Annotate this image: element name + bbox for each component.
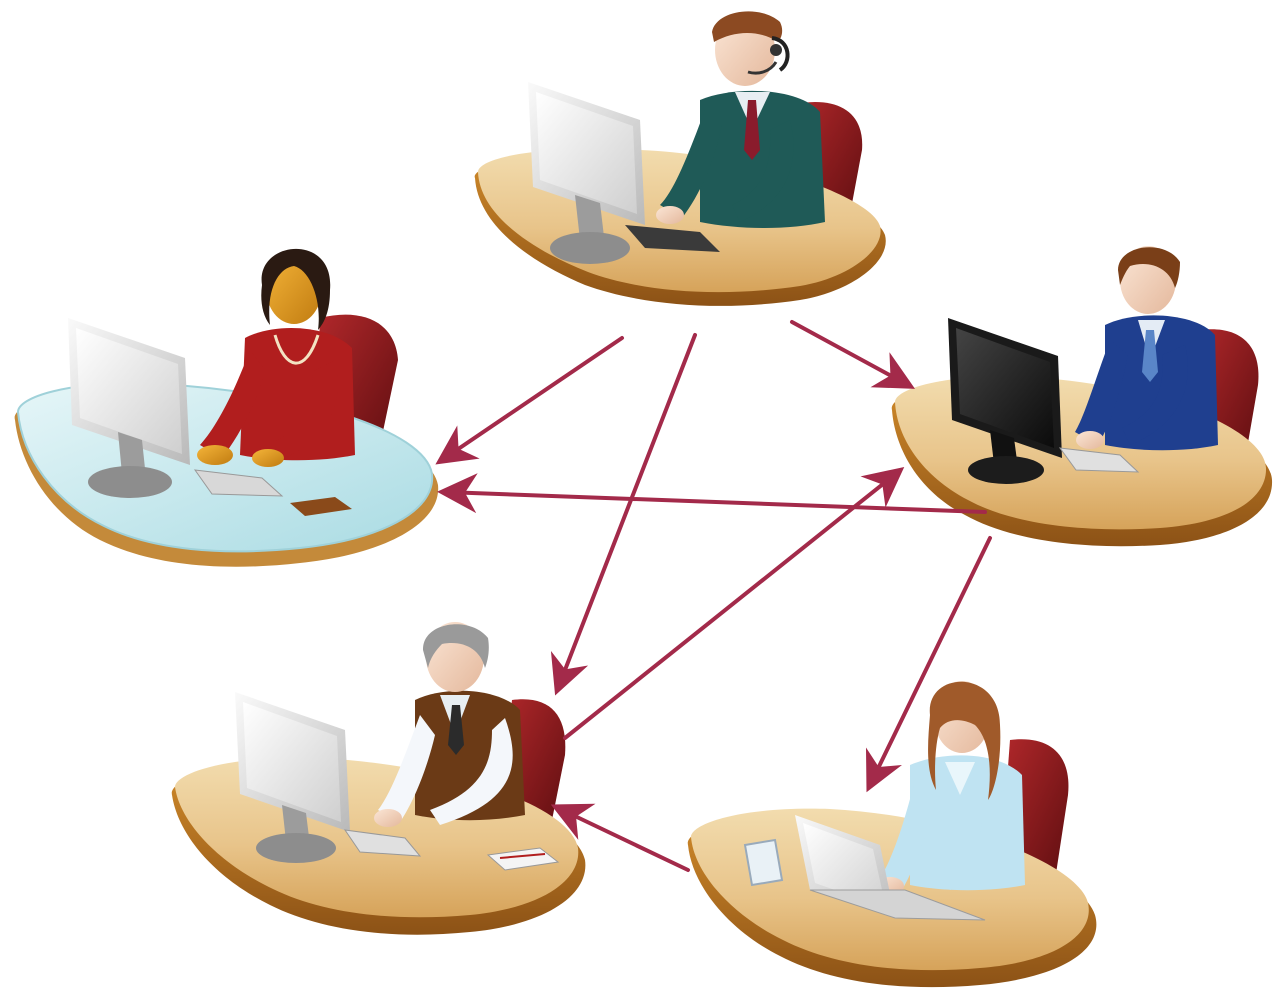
arrow-n4-to-n3 bbox=[563, 467, 905, 740]
monitor-icon bbox=[948, 318, 1062, 484]
monitor-icon bbox=[528, 82, 645, 264]
laptop-icon bbox=[795, 815, 986, 921]
man-with-headset-icon bbox=[656, 11, 825, 228]
arrow-n1-to-n4 bbox=[550, 333, 697, 696]
grey-haired-man-icon bbox=[374, 622, 525, 827]
woman-with-laptop-icon bbox=[876, 681, 1025, 895]
keyboard-icon bbox=[625, 225, 720, 252]
arrow-n3-to-n5 bbox=[865, 536, 992, 793]
node-man-with-headset bbox=[474, 11, 886, 306]
notepad-icon bbox=[486, 847, 560, 871]
photo-frame-icon bbox=[743, 838, 784, 887]
keyboard-icon bbox=[193, 469, 284, 497]
arrow-n1-to-n2 bbox=[435, 336, 624, 465]
arrow-n1-to-n3 bbox=[790, 320, 916, 389]
node-man-in-blue-suit bbox=[891, 246, 1273, 547]
notebook-icon bbox=[290, 497, 352, 516]
node-woman-with-laptop bbox=[687, 681, 1097, 988]
node-woman-in-red bbox=[14, 248, 439, 567]
edges bbox=[435, 320, 992, 872]
man-in-blue-suit-icon bbox=[1075, 246, 1218, 451]
keyboard-icon bbox=[1058, 447, 1140, 473]
node-grey-haired-man bbox=[171, 622, 586, 935]
arrow-n3-to-n2 bbox=[437, 473, 987, 514]
keyboard-icon bbox=[343, 829, 422, 857]
monitor-icon bbox=[68, 318, 190, 498]
monitor-icon bbox=[235, 692, 350, 863]
arrow-n5-to-n4 bbox=[550, 803, 690, 872]
woman-in-red-icon bbox=[197, 248, 355, 467]
